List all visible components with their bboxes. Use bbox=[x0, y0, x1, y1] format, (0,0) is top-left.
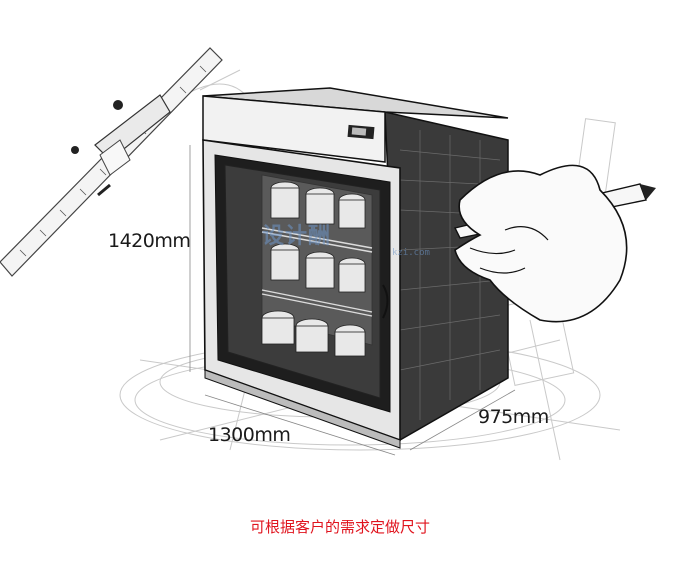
watermark-url: kzi.com bbox=[392, 248, 430, 258]
hand-with-pencil bbox=[453, 164, 656, 323]
width-dimension-label: 1300mm bbox=[208, 424, 291, 446]
fridge-door bbox=[202, 139, 401, 449]
depth-dimension-label: 975mm bbox=[478, 406, 549, 428]
watermark-logo: 设计酬 bbox=[262, 224, 332, 249]
ruler-drawing bbox=[0, 47, 223, 277]
height-dimension-label: 1420mm bbox=[108, 230, 191, 252]
fridge-header-panel bbox=[202, 95, 386, 163]
dimension-guides bbox=[189, 145, 516, 456]
custom-size-caption: 可根据客户的需求定做尺寸 bbox=[249, 518, 430, 536]
